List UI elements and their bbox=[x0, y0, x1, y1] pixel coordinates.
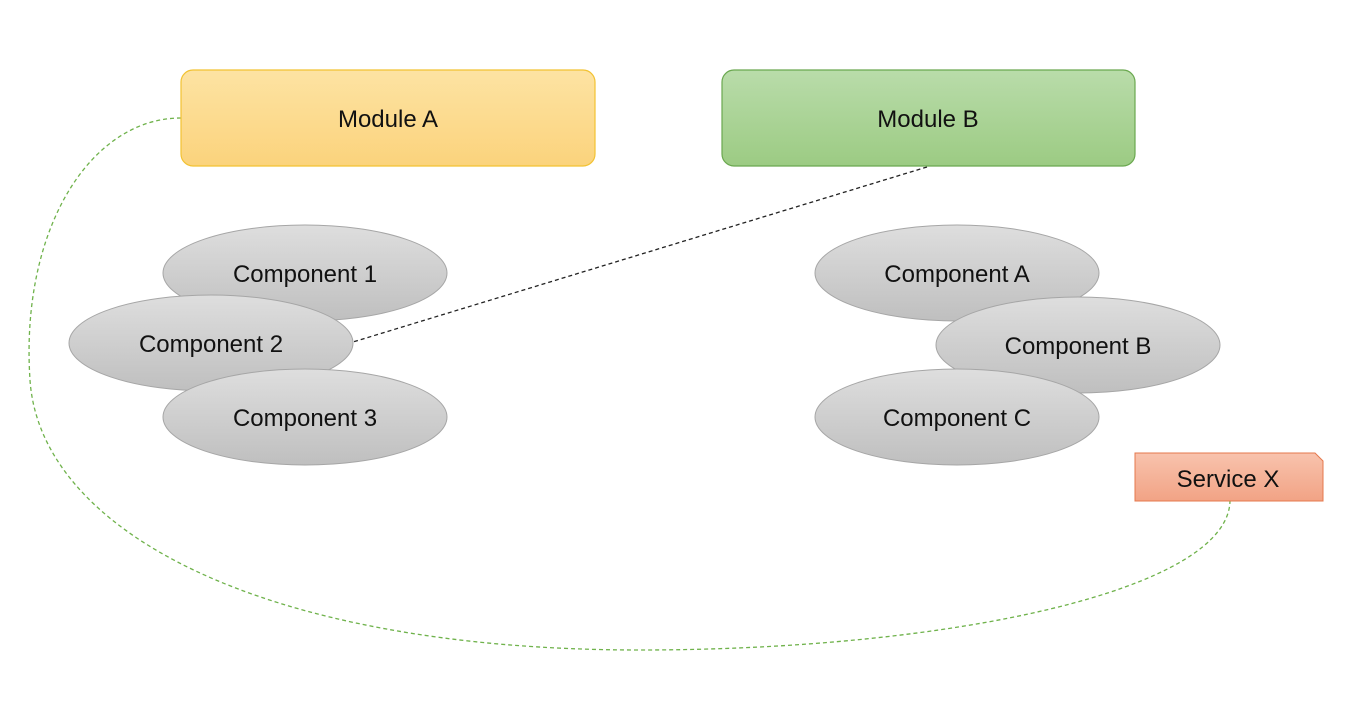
connector-module-a-service-x bbox=[28, 117, 1231, 651]
component-a-node[interactable]: Component A bbox=[814, 224, 1100, 322]
component-3-node[interactable]: Component 3 bbox=[162, 368, 448, 466]
module-a-label: Module A bbox=[338, 106, 438, 133]
component-c-node[interactable]: Component C bbox=[814, 368, 1100, 466]
module-b-label: Module B bbox=[877, 106, 978, 133]
component-1-label: Component 1 bbox=[233, 261, 377, 288]
module-b-box[interactable]: Module B bbox=[721, 69, 1136, 167]
module-a-box[interactable]: Module A bbox=[180, 69, 596, 167]
component-c-label: Component C bbox=[883, 405, 1031, 432]
connector-module-b-component-2 bbox=[352, 166, 928, 343]
service-x-box[interactable]: Service X bbox=[1134, 452, 1324, 502]
component-3-label: Component 3 bbox=[233, 405, 377, 432]
component-a-label: Component A bbox=[884, 261, 1029, 288]
component-2-label: Component 2 bbox=[139, 331, 283, 358]
component-b-label: Component B bbox=[1005, 333, 1152, 360]
component-b-node[interactable]: Component B bbox=[935, 296, 1221, 394]
service-x-label: Service X bbox=[1177, 466, 1280, 493]
